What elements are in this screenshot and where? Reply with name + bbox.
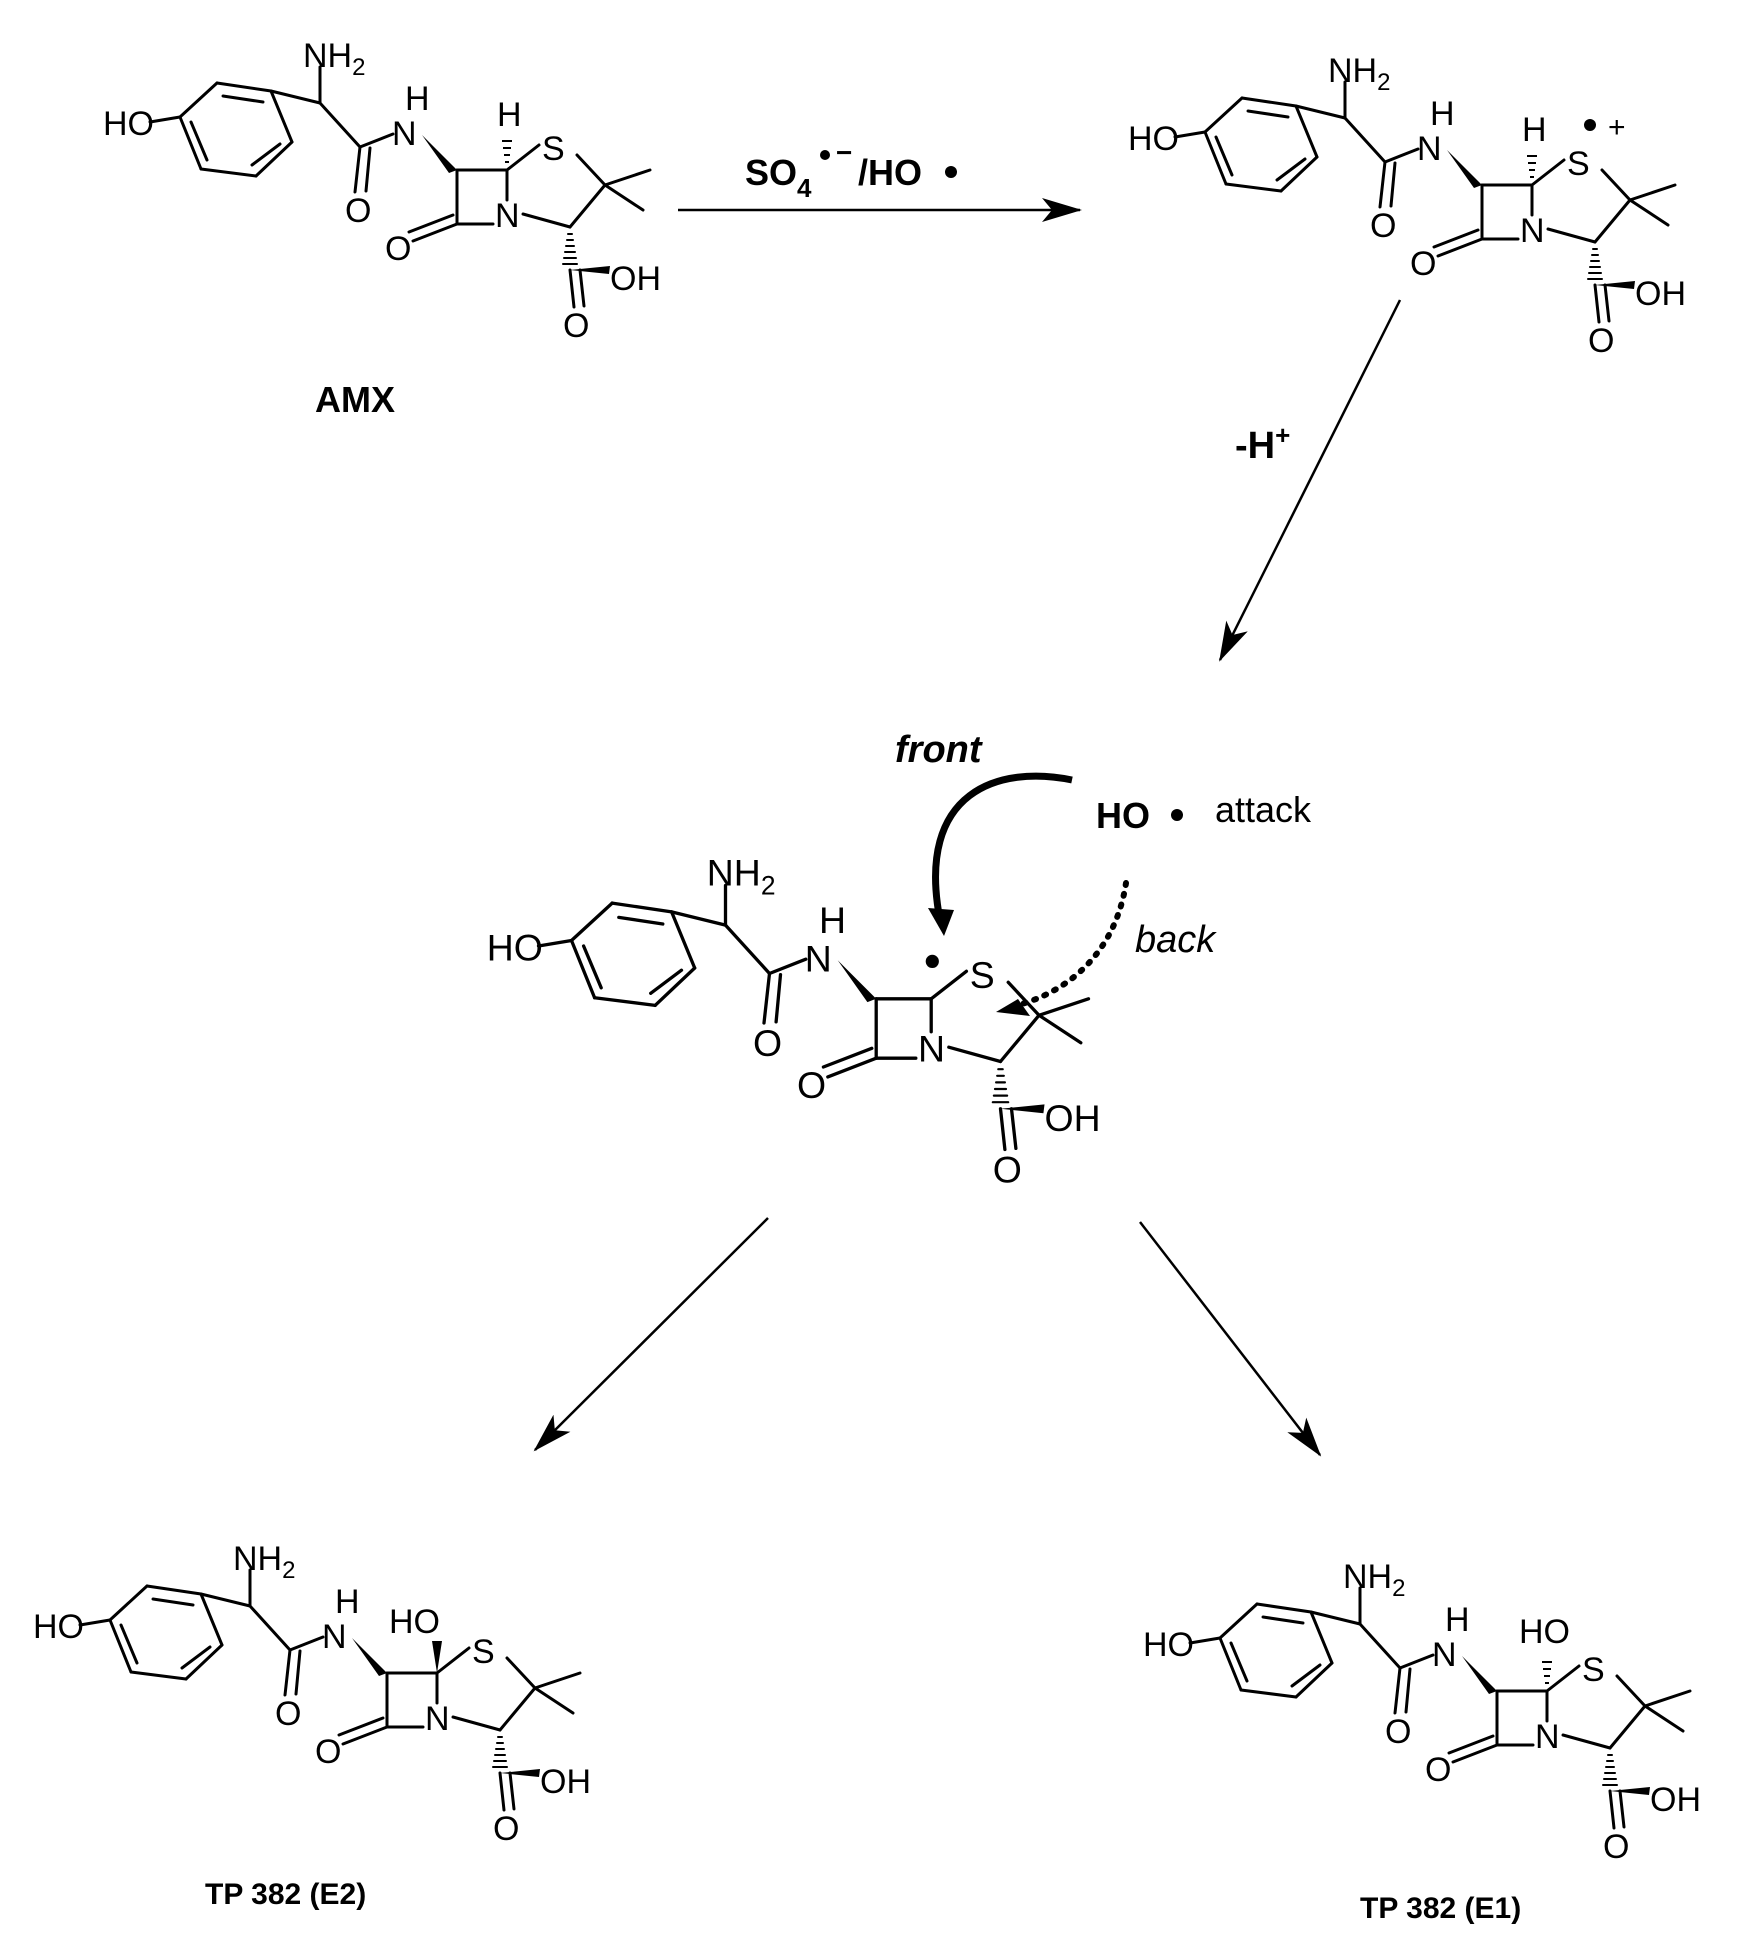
atom-o-amide: O [275,1695,301,1733]
atom-h-amide: H [335,1583,360,1621]
atom-o-acid: O [1588,322,1614,360]
atom-oh: OH [540,1763,591,1801]
atom-s: S [472,1633,495,1671]
atom-h-amide: H [1445,1601,1470,1639]
atom-nh2: NH2 [707,852,776,901]
atom-oh: OH [1635,275,1686,313]
atom-n-ring: N [425,1700,450,1738]
atom-oh: OH [1045,1097,1101,1139]
atom-n-ring: N [1520,212,1545,250]
atom-nh2: NH2 [303,37,365,81]
atom-s: S [542,130,565,168]
label-front: front [895,729,983,771]
svg-text:/HO: /HO [858,152,922,193]
atom-ho: HO [103,105,154,143]
molecule-radical-cation: HO NH2 H N O H S + N O OH O [1128,52,1686,360]
reagent-so4-ho: SO4 − /HO [745,137,957,203]
atom-n-amide: N [322,1618,347,1656]
atom-o-amide: O [1370,207,1396,245]
atom-o-lactam: O [797,1064,826,1106]
arrow-to-e1 [1139,1221,1322,1457]
svg-text:SO4: SO4 [745,152,812,203]
atom-s: S [970,954,995,996]
radical-dot [925,954,939,968]
arrow-to-e2 [533,1217,769,1452]
atom-n-ring: N [918,1028,945,1070]
atom-oh: OH [1650,1781,1701,1819]
molecule-tp382-e2: HO NH2 H N O HO S N O OH O [33,1540,591,1848]
atom-ho: HO [1128,120,1179,158]
atom-o-acid: O [493,1810,519,1848]
arrow-front-attack [932,772,1073,921]
atom-ho: HO [1143,1626,1194,1664]
atom-ho-ring: HO [1519,1613,1570,1651]
charge-plus: + [1608,111,1626,144]
atom-o-lactam: O [315,1733,341,1771]
atom-ho: HO [33,1608,84,1646]
arrow-front-head [928,908,954,936]
radical-dot [1171,809,1183,821]
atom-o-lactam: O [385,230,411,268]
atom-o-acid: O [993,1149,1022,1191]
atom-nh2: NH2 [1343,1558,1405,1602]
atom-n-amide: N [392,115,417,153]
radical-dot [1584,119,1596,131]
atom-ho: HO [487,926,543,968]
arrow-back-head [996,999,1030,1016]
atom-o-amide: O [1385,1713,1411,1751]
atom-oh: OH [610,260,661,298]
arrow-deprotonation [1218,299,1402,662]
label-tp382-e1: TP 382 (E1) [1360,1892,1521,1925]
atom-n-ring: N [1535,1718,1560,1756]
atom-h-amide: H [1430,95,1455,133]
atom-o-lactam: O [1410,245,1436,283]
reagent-minus-h: -H+ [1235,420,1290,467]
label-tp382-e2: TP 382 (E2) [205,1878,366,1911]
atom-h-amide: H [819,899,846,941]
atom-s: S [1582,1651,1605,1689]
label-ho-radical: HO [1096,795,1150,836]
atom-o-amide: O [753,1022,782,1064]
atom-o-acid: O [563,307,589,345]
atom-nh2: NH2 [1328,52,1390,96]
atom-o-acid: O [1603,1828,1629,1866]
label-back: back [1135,919,1217,961]
atom-ho-ring: HO [389,1603,440,1641]
molecule-carbon-radical: HO NH2 H N O S N O OH O [487,852,1101,1191]
label-amx: AMX [315,379,395,420]
svg-text:−: − [836,137,852,168]
atom-o-lactam: O [1425,1751,1451,1789]
label-attack: attack [1215,789,1312,830]
atom-s: S [1567,145,1590,183]
molecule-tp382-e1: HO NH2 H N O HO S N O OH O [1143,1558,1701,1866]
atom-n-ring: N [495,197,520,235]
atom-o-amide: O [345,192,371,230]
atom-h-amide: H [405,80,430,118]
atom-nh2: NH2 [233,1540,295,1584]
arrow-back-attack [1007,880,1129,1010]
atom-n-amide: N [1432,1636,1457,1674]
atom-h-ring: H [1522,111,1547,149]
atom-n-amide: N [805,937,832,979]
atom-n-amide: N [1417,130,1442,168]
atom-h-ring: H [497,96,522,134]
molecule-amx: HO NH2 H N O H S N O OH O [103,37,661,345]
